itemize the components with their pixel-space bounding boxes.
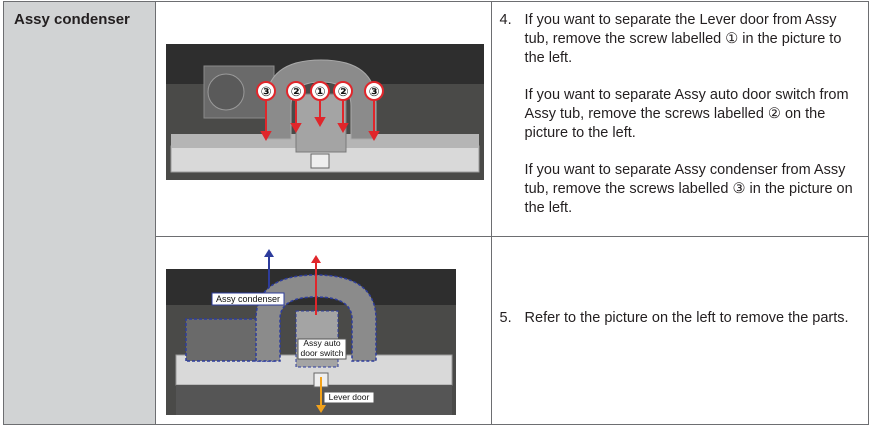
step5-number: 5. [499, 310, 512, 326]
part-labels: Assy condenser Assy auto door switch Lev… [211, 292, 375, 404]
step4-image-cell: ③ ② ① ② ③ [155, 1, 492, 237]
step4-number: 4. [499, 12, 512, 28]
lever-door-label-box [323, 391, 375, 404]
step4-instruction: 4. If you want to separate the Lever doo… [492, 2, 868, 236]
part-arrows [264, 249, 327, 413]
assy-condenser-label: Assy condenser [216, 294, 280, 304]
step4-paragraph-lever-door: If you want to separate the Lever door f… [524, 12, 842, 66]
step5-text-cell: 5. Refer to the picture on the left to r… [490, 236, 870, 425]
step4-paragraph-auto-door-switch: If you want to separate Assy auto door s… [524, 87, 849, 141]
step5-instruction: 5. Refer to the picture on the left to r… [492, 237, 868, 346]
auto-door-switch-label-box [297, 338, 347, 360]
step4-body: If you want to separate the Lever door f… [525, 11, 860, 236]
screw-label-3-right-text: ③ [369, 85, 380, 100]
screw-label-2-right-text: ② [338, 85, 349, 100]
auto-door-switch-label: Assy auto door switch [300, 339, 344, 358]
table-row: Assy condenser Assy auto door switch Lev… [4, 236, 870, 425]
step5-paragraph: Refer to the picture on the left to remo… [524, 310, 849, 326]
screw-label-1-text: ① [315, 85, 326, 100]
part-name: Assy condenser [14, 11, 130, 28]
lever-door-label: Lever door [329, 392, 370, 402]
screw-label-3-left-text: ③ [261, 85, 272, 100]
step4-paragraph-condenser: If you want to separate Assy condenser f… [524, 162, 853, 216]
step5-body: Refer to the picture on the left to remo… [525, 309, 849, 346]
part-name-cell: Assy condenser [2, 1, 157, 425]
step4-photo-drawing: ③ ② ① ② ③ [166, 44, 485, 180]
step4-photo: ③ ② ① ② ③ [166, 44, 485, 180]
step5-photo: Assy condenser Assy auto door switch Lev… [166, 249, 457, 415]
screw-arrows [260, 100, 380, 142]
step4-text-cell: 4. If you want to separate the Lever doo… [490, 1, 870, 237]
step5-image-cell: Assy condenser Assy auto door switch Lev… [155, 236, 492, 425]
screw-label-2-left-text: ② [291, 85, 302, 100]
assy-condenser-label-box [211, 292, 285, 306]
step5-photo-drawing: Assy condenser Assy auto door switch Lev… [166, 249, 457, 415]
